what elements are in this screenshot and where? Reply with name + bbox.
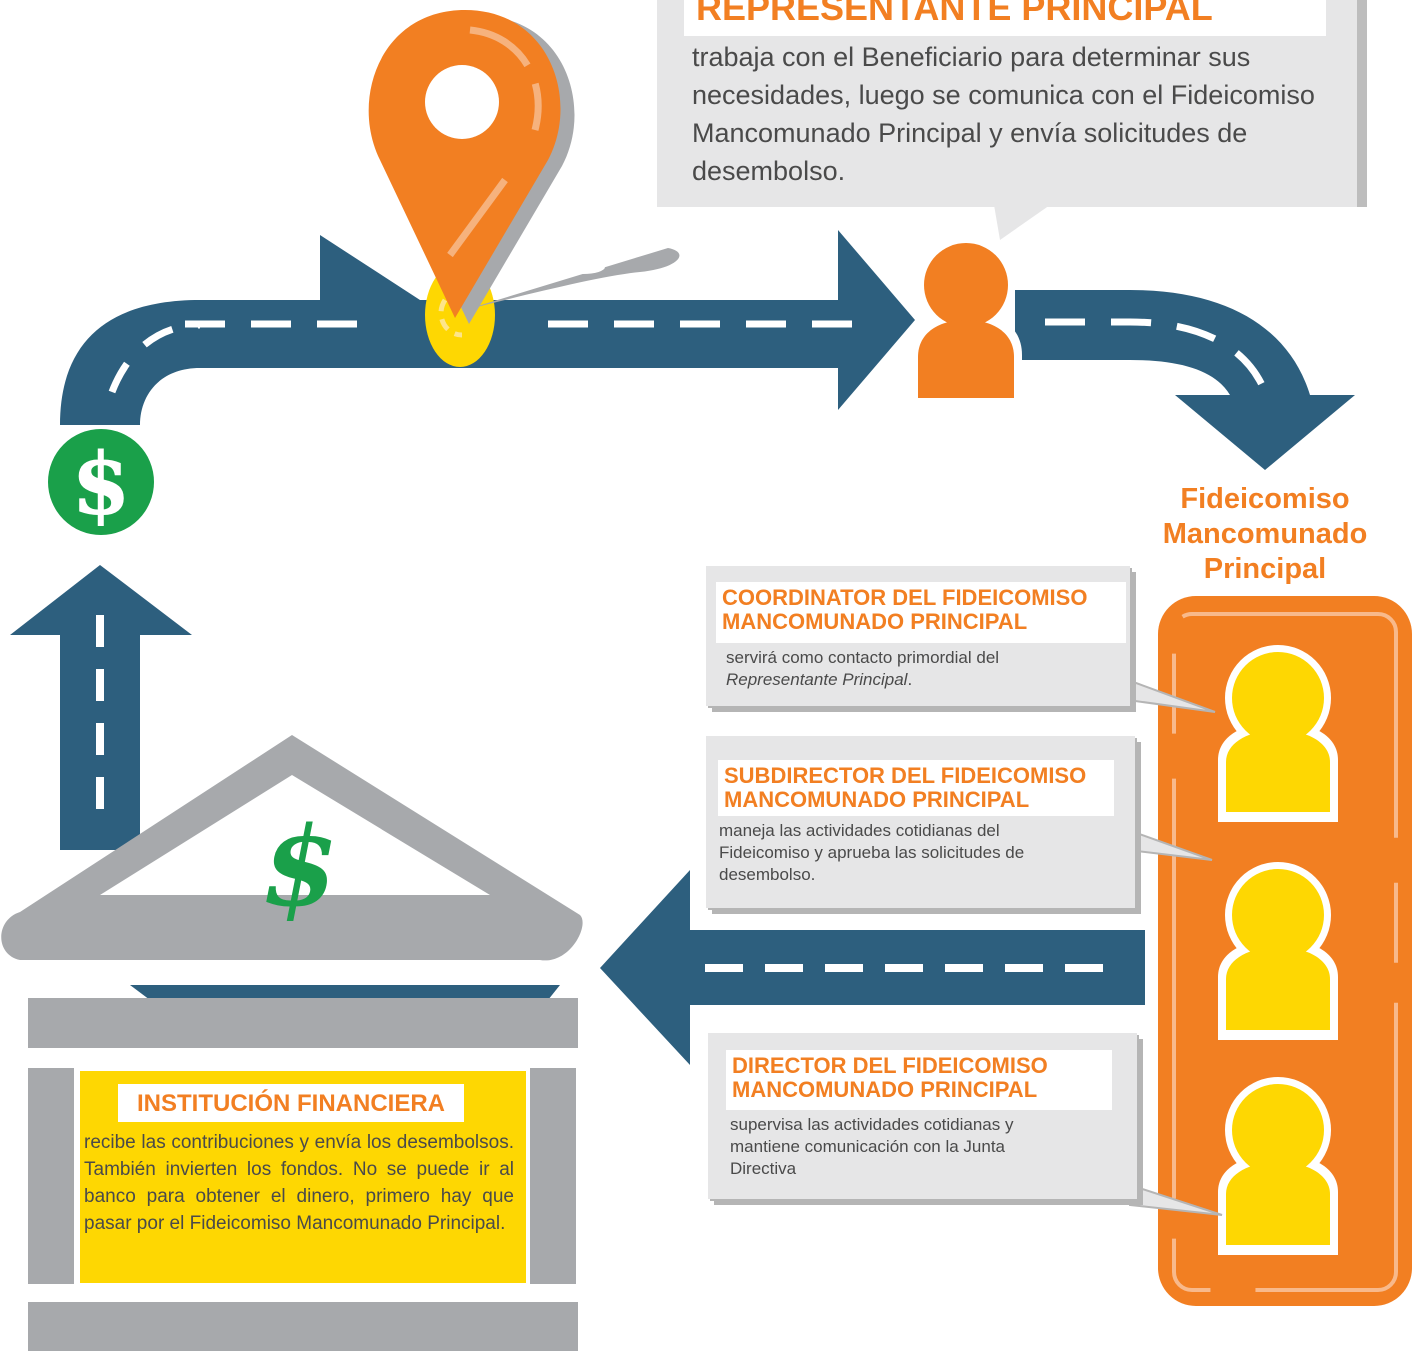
bank-dollar-symbol: $ — [262, 802, 339, 931]
representative-title: REPRESENTANTE PRINCIPAL — [684, 0, 1326, 36]
subdirector-title: SUBDIRECTOR DEL FIDEICOMISO MANCOMUNADO … — [718, 760, 1114, 816]
coin-symbol: $ — [72, 434, 130, 533]
role-text-end: . — [907, 670, 913, 689]
trust-label-line: Fideicomiso — [1180, 483, 1350, 515]
director-title: DIRECTOR DEL FIDEICOMISO MANCOMUNADO PRI… — [726, 1050, 1112, 1110]
role-text-italic: Representante Principal — [726, 670, 908, 689]
role-title-line: MANCOMUNADO PRINCIPAL — [732, 1077, 1038, 1102]
rep-callout-tail — [994, 205, 1050, 240]
person-icon — [1218, 862, 1338, 1040]
bank-description: recibe las contribuciones y envía los de… — [84, 1132, 514, 1234]
role-title-line: SUBDIRECTOR DEL FIDEICOMISO — [724, 763, 1087, 788]
role-title-line: COORDINATOR DEL FIDEICOMISO — [722, 585, 1088, 610]
map-pin-icon — [368, 10, 680, 367]
trust-member-icons — [1218, 645, 1338, 1255]
coordinator-title: COORDINATOR DEL FIDEICOMISO MANCOMUNADO … — [716, 582, 1126, 643]
person-icon — [1218, 1077, 1338, 1255]
role-title-line: MANCOMUNADO PRINCIPAL — [722, 609, 1028, 634]
trust-label-line: Mancomunado — [1162, 518, 1368, 550]
bank-building-icon: $ — [1, 735, 583, 1351]
bank-title: INSTITUCIÓN FINANCIERA — [118, 1084, 464, 1122]
director-description: supervisa las actividades cotidianas y m… — [730, 1115, 1014, 1178]
role-title-line: DIRECTOR DEL FIDEICOMISO — [732, 1053, 1048, 1078]
middle-left-arrow — [600, 870, 1145, 1065]
representative-description: trabaja con el Beneficiario para determi… — [692, 42, 1315, 186]
person-icon — [1218, 645, 1338, 822]
left-up-arrow — [10, 565, 192, 850]
right-curve-road — [1015, 290, 1355, 470]
coordinator-description: servirá como contacto primordial del Rep… — [726, 647, 1126, 691]
dollar-coin-icon: $ — [48, 429, 154, 535]
representative-person-icon — [910, 237, 1022, 402]
trust-label: Fideicomiso Mancomunado Principal — [1150, 482, 1380, 587]
subdirector-description: maneja las actividades cotidianas del Fi… — [719, 821, 1025, 884]
trust-label-line: Principal — [1203, 553, 1327, 585]
role-text: servirá como contacto primordial del — [726, 648, 1000, 667]
role-title-line: MANCOMUNADO PRINCIPAL — [724, 787, 1030, 812]
